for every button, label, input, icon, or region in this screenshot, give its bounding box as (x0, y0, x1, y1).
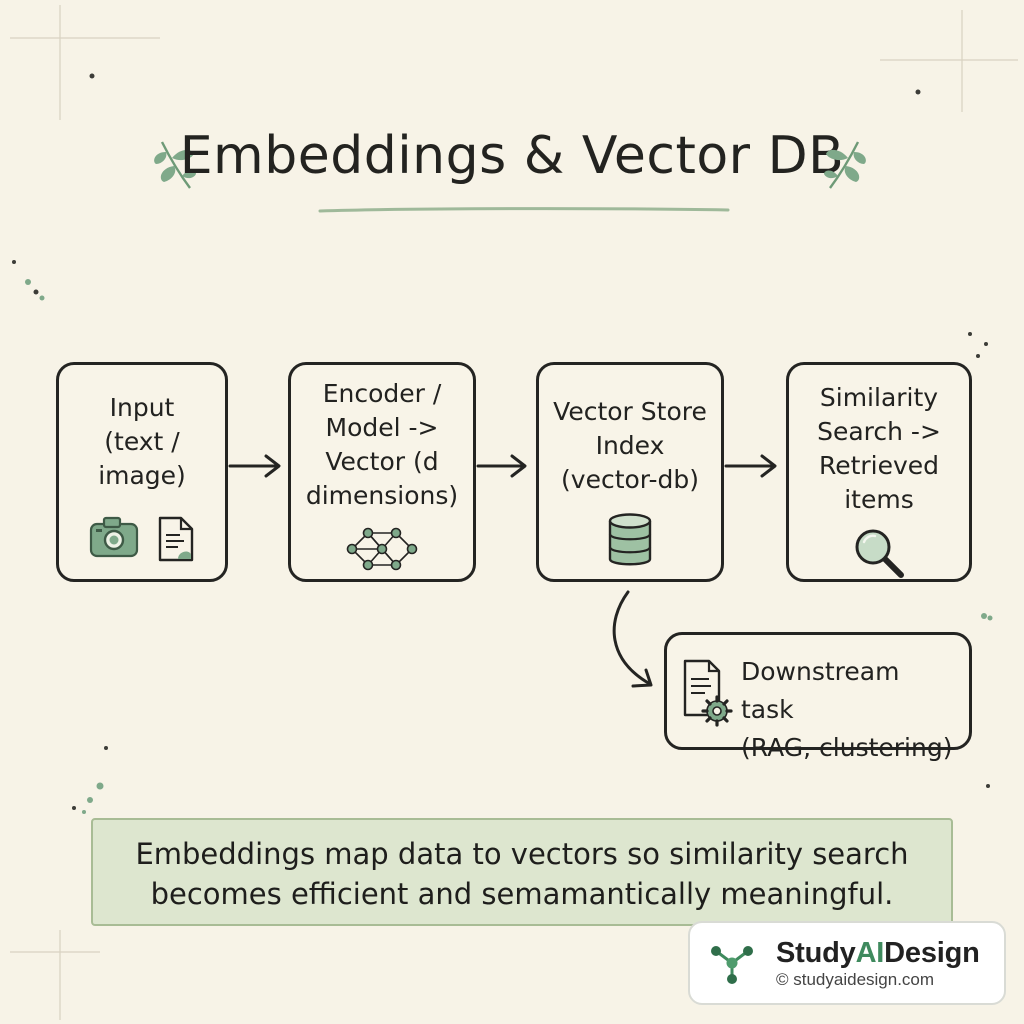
diagram-title: Embeddings & Vector DB (179, 126, 845, 186)
node-downstream-task: Downstream task (RAG, clustering) (664, 632, 972, 762)
brand-name-part2: AI (855, 937, 885, 969)
title-underline (318, 207, 730, 213)
arrow-input-to-encoder (228, 454, 281, 478)
neural-network-icon (346, 527, 418, 571)
document-gear-icon (683, 659, 733, 727)
magnifier-icon (855, 529, 904, 578)
node-downstream-task-label: Downstream task (RAG, clustering) (741, 657, 953, 762)
arrow-vector-store-to-similarity (724, 454, 777, 478)
camera-icon (89, 516, 139, 558)
node-vector-store-label: Vector Store Index (vector-db) (553, 397, 707, 494)
node-input-label: Input (text / image) (98, 393, 186, 490)
summary-box: Embeddings map data to vectors so simila… (91, 818, 953, 926)
node-vector-store: Vector Store Index (vector-db) (536, 362, 724, 582)
arrow-vector-store-to-downstream (612, 590, 653, 688)
brand-name-part1: Study (776, 937, 856, 969)
brand-name-part3: Design (884, 937, 980, 969)
node-input: Input (text / image) (56, 362, 228, 582)
node-encoder: Encoder / Model -> Vector (d dimensions) (288, 362, 476, 582)
brand-name: StudyAIDesign (776, 935, 980, 971)
arrow-encoder-to-vector-store (476, 454, 527, 478)
database-icon (608, 513, 652, 566)
node-similarity-search: Similarity Search -> Retrieved items (786, 362, 972, 582)
brand-logo-icon (711, 946, 753, 984)
leaf-left-icon (154, 141, 196, 189)
node-encoder-label: Encoder / Model -> Vector (d dimensions) (305, 379, 459, 510)
brand-url: © studyaidesign.com (776, 970, 935, 989)
leaf-right-icon (824, 141, 866, 189)
document-icon (158, 516, 194, 562)
brand-badge: StudyAIDesign © studyaidesign.com (688, 921, 1006, 1005)
summary-text: Embeddings map data to vectors so simila… (135, 837, 909, 911)
node-similarity-search-label: Similarity Search -> Retrieved items (817, 383, 941, 514)
